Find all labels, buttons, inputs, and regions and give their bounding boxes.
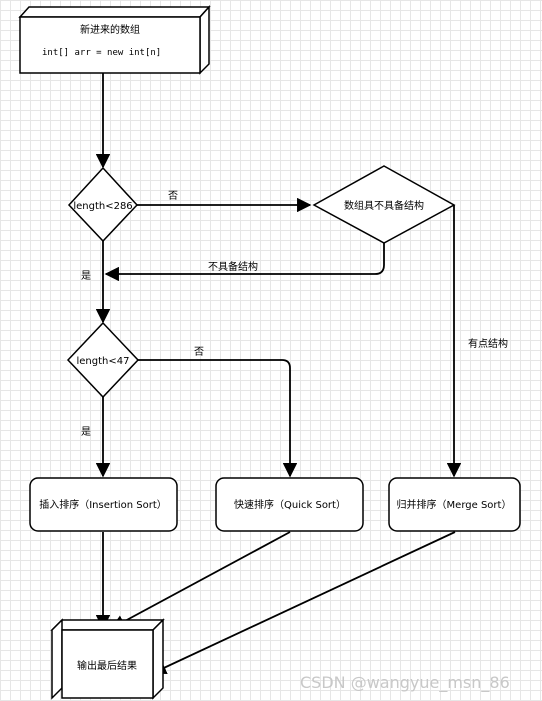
- edge-label-no-47: 否: [194, 346, 204, 358]
- edges: [95, 73, 462, 675]
- input-array-code: int[] arr = new int[n]: [42, 48, 161, 58]
- quick-sort-label: 快速排序（Quick Sort）: [234, 498, 346, 511]
- edge-merge-to-output: [151, 531, 456, 675]
- output-result-node: 输出最后结果: [50, 618, 165, 700]
- merge-sort-label: 归并排序（Merge Sort）: [397, 498, 512, 511]
- decision-structure: 数组具不具备结构: [312, 165, 456, 244]
- merge-sort-node: 归并排序（Merge Sort）: [388, 477, 521, 532]
- edge-label-no-structure: 不具备结构: [208, 260, 258, 273]
- decision-structure-label: 数组具不具备结构: [344, 199, 424, 212]
- quick-sort-node: 快速排序（Quick Sort）: [215, 477, 364, 532]
- edge-labels: 否 不具备结构 是 否 有点结构 是: [81, 190, 508, 438]
- output-result-label: 输出最后结果: [77, 659, 137, 672]
- insertion-sort-label: 插入排序（Insertion Sort）: [39, 498, 167, 511]
- edge-label-yes-47: 是: [81, 426, 91, 438]
- decision-length-47-label: length<47: [77, 356, 130, 367]
- edge-quick-to-output: [110, 531, 291, 629]
- edge-label-no-286: 否: [168, 190, 178, 202]
- input-array-title: 新进来的数组: [80, 23, 140, 36]
- insertion-sort-node: 插入排序（Insertion Sort）: [29, 477, 178, 532]
- decision-length-286: length<286: [67, 166, 139, 243]
- watermark-text: CSDN @wangyue_msn_86: [300, 673, 510, 693]
- edge-length47-no: [138, 359, 298, 478]
- decision-length-47: length<47: [66, 321, 140, 399]
- decision-length-286-label: length<286: [73, 201, 132, 212]
- edge-label-yes-286: 是: [81, 270, 91, 282]
- input-array-node: 新进来的数组 int[] arr = new int[n]: [18, 5, 211, 75]
- edge-structure-no: [104, 243, 385, 282]
- edge-label-has-structure: 有点结构: [468, 337, 508, 350]
